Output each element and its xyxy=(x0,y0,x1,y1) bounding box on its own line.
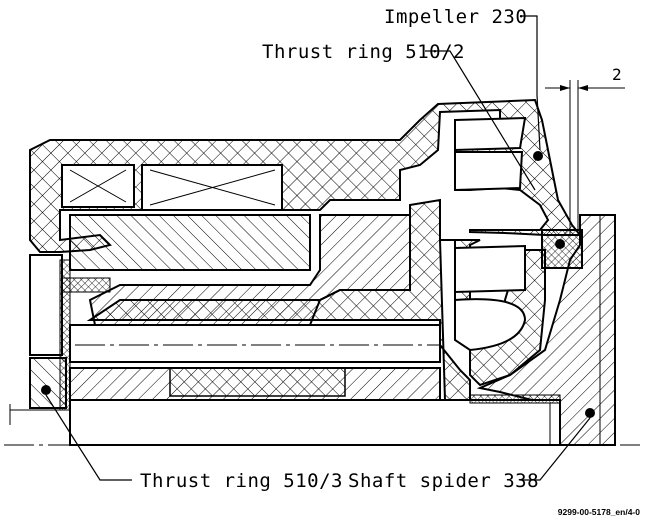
bearing-rollers xyxy=(61,164,283,211)
right-thrust-ring-section xyxy=(541,229,583,269)
shaft xyxy=(69,394,561,446)
label-thrust-ring-510-2: Thrust ring 510/2 xyxy=(262,41,465,63)
left-thrust-ring-section xyxy=(10,254,111,411)
label-thrust-ring-510-3: Thrust ring 510/3 xyxy=(140,470,343,492)
dimension-2: 2 xyxy=(545,65,625,235)
label-shaft-spider: Shaft spider 338 xyxy=(348,470,539,492)
label-impeller: Impeller 230 xyxy=(384,6,527,28)
figure-code: 9299-00-5178_en/4-0 xyxy=(558,507,641,517)
dimension-value: 2 xyxy=(612,65,622,84)
shaft-block xyxy=(69,214,441,401)
pump-chambers xyxy=(454,116,527,352)
leader-lines xyxy=(45,15,591,481)
o-rings xyxy=(41,151,595,418)
